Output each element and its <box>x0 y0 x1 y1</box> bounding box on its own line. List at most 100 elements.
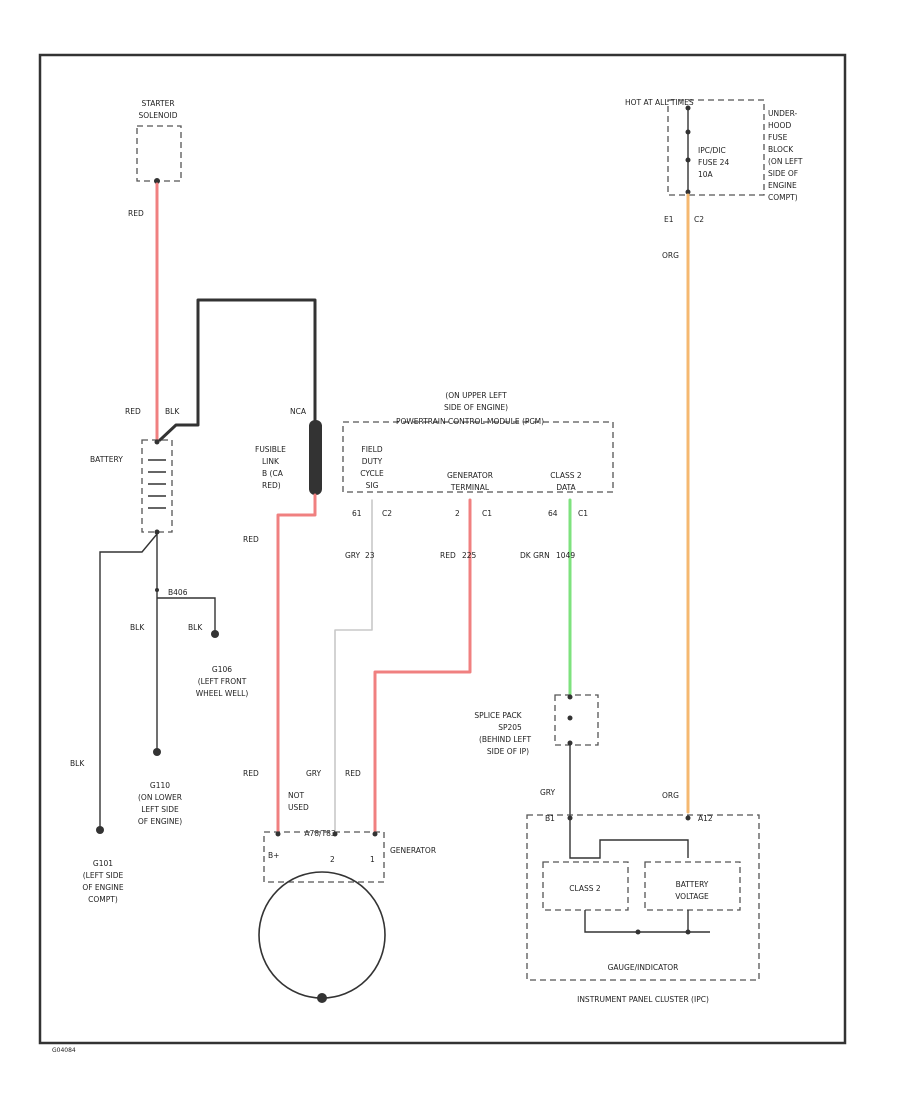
svg-text:1049: 1049 <box>556 551 575 560</box>
svg-text:2: 2 <box>455 509 460 518</box>
pcm-module: (ON UPPER LEFT SIDE OF ENGINE) POWERTRAI… <box>342 391 614 518</box>
svg-text:UNDER-: UNDER- <box>768 109 798 118</box>
fusible-link: FUSIBLE LINK B (CA RED) <box>255 420 322 495</box>
svg-text:BLOCK: BLOCK <box>768 145 794 154</box>
wire-label-red-gen2: RED <box>345 769 361 778</box>
svg-text:61: 61 <box>352 509 362 518</box>
wire-label-gry-gen: GRY <box>306 769 322 778</box>
wire-label-nca: NCA <box>290 407 307 416</box>
svg-text:DUTY: DUTY <box>362 457 383 466</box>
wire-label-red-gen: RED <box>243 769 259 778</box>
generator-connector-box <box>263 831 385 883</box>
svg-text:BATTERY: BATTERY <box>676 880 709 889</box>
generator-label: GENERATOR <box>390 846 436 855</box>
ipc-footer: INSTRUMENT PANEL CLUSTER (IPC) <box>577 995 709 1004</box>
svg-text:COMPT): COMPT) <box>768 193 798 202</box>
starter-solenoid: STARTER SOLENOID <box>136 99 182 184</box>
svg-text:FIELD: FIELD <box>361 445 382 454</box>
svg-text:64: 64 <box>548 509 558 518</box>
svg-text:E1: E1 <box>664 215 674 224</box>
hot-at-all-times: HOT AT ALL TIMES <box>625 98 694 107</box>
g106-loc1: (LEFT FRONT <box>198 677 247 686</box>
battery-pos-terminal <box>154 439 160 445</box>
svg-text:10A: 10A <box>698 170 714 179</box>
svg-text:C1: C1 <box>578 509 588 518</box>
battery-neg-terminal <box>154 529 160 535</box>
svg-text:LINK: LINK <box>262 457 280 466</box>
wire-label-red-batt: RED <box>125 407 141 416</box>
ipc-battery-gauge-box <box>644 861 741 911</box>
wire-label-gry-splice: GRY <box>540 788 556 797</box>
svg-text:A12: A12 <box>698 814 713 823</box>
svg-text:DK GRN: DK GRN <box>520 551 550 560</box>
instrument-panel-cluster: B1 A12 CLASS 2 BATTERY VOLTAGE GAUGE/IND… <box>526 814 760 1004</box>
svg-text:CYCLE: CYCLE <box>360 469 384 478</box>
svg-text:NOT: NOT <box>288 791 305 800</box>
diagram-frame <box>38 53 847 1045</box>
svg-text:SIDE OF: SIDE OF <box>768 169 798 178</box>
svg-text:1: 1 <box>370 855 375 864</box>
pcm-loc2: SIDE OF ENGINE) <box>444 403 508 412</box>
g106-loc2: WHEEL WELL) <box>196 689 249 698</box>
svg-text:SP205: SP205 <box>498 723 522 732</box>
underhood-fuse-block: HOT AT ALL TIMES IPC/DIC FUSE 24 10A UND… <box>625 98 803 224</box>
battery-label: BATTERY <box>90 455 123 464</box>
generator: A78/T83 B+ 2 1 GENERATOR <box>258 829 436 1003</box>
svg-text:FUSIBLE: FUSIBLE <box>255 445 286 454</box>
wire-label-org-bottom: ORG <box>662 791 679 800</box>
battery-box <box>141 439 173 533</box>
svg-text:SIG: SIG <box>366 481 379 490</box>
svg-text:GENERATOR: GENERATOR <box>447 471 493 480</box>
svg-text:RED: RED <box>440 551 456 560</box>
g101-id: G101 <box>93 859 113 868</box>
svg-text:IPC/DIC: IPC/DIC <box>698 146 726 155</box>
svg-text:C2: C2 <box>382 509 392 518</box>
g101-loc1: (LEFT SIDE <box>83 871 124 880</box>
svg-text:(BEHIND LEFT: (BEHIND LEFT <box>479 735 532 744</box>
pcm-title: POWERTRAIN CONTROL MODULE (PCM) <box>396 417 544 426</box>
gray-wire-field <box>334 499 373 833</box>
ground-g101: G101 (LEFT SIDE OF ENGINE COMPT) <box>82 859 124 904</box>
g101-loc2: OF ENGINE <box>82 883 124 892</box>
fusible-link-body <box>309 420 322 495</box>
svg-text:VOLTAGE: VOLTAGE <box>675 892 709 901</box>
red-wire-generator-bplus <box>276 493 317 834</box>
g106-ground-dot <box>211 630 219 638</box>
g110-loc3: OF ENGINE) <box>138 817 182 826</box>
starter-label-line1: STARTER <box>141 99 174 108</box>
black-wire-loop <box>158 298 317 442</box>
svg-text:USED: USED <box>288 803 309 812</box>
ipc-box <box>526 814 760 981</box>
svg-text:HOOD: HOOD <box>768 121 791 130</box>
ipc-gauge-title: GAUGE/INDICATOR <box>608 963 679 972</box>
generator-connector: A78/T83 <box>304 829 336 838</box>
ground-g110: G110 (ON LOWER LEFT SIDE OF ENGINE) <box>138 781 182 826</box>
g106-note: B406 <box>168 588 188 597</box>
wire-label-blk-ground: BLK <box>130 623 145 632</box>
g106-id: G106 <box>212 665 232 674</box>
svg-text:B1: B1 <box>545 814 555 823</box>
svg-text:TERMINAL: TERMINAL <box>450 483 490 492</box>
generator-ground <box>317 993 327 1003</box>
svg-text:SPLICE PACK: SPLICE PACK <box>474 711 522 720</box>
svg-text:C2: C2 <box>694 215 704 224</box>
svg-text:23: 23 <box>365 551 375 560</box>
splice-pack: SPLICE PACK SP205 (BEHIND LEFT SIDE OF I… <box>474 694 599 756</box>
generator-body <box>258 871 386 999</box>
wire-label-blk-g: BLK <box>188 623 203 632</box>
pcm-loc1: (ON UPPER LEFT <box>445 391 507 400</box>
svg-text:C1: C1 <box>482 509 492 518</box>
wire-label-blk-batt: BLK <box>165 407 180 416</box>
svg-text:B+: B+ <box>268 851 279 860</box>
starter-label-line2: SOLENOID <box>138 111 177 120</box>
wire-label-red-top: RED <box>128 209 144 218</box>
g110-id: G110 <box>150 781 170 790</box>
svg-text:(ON LEFT: (ON LEFT <box>768 157 803 166</box>
svg-text:B (CA: B (CA <box>262 469 284 478</box>
svg-text:DATA: DATA <box>556 483 576 492</box>
g110-ground-dot <box>153 748 161 756</box>
ipc-class2-label: CLASS 2 <box>569 884 601 893</box>
g110-loc1: (ON LOWER <box>138 793 182 802</box>
svg-text:FUSE: FUSE <box>768 133 788 142</box>
